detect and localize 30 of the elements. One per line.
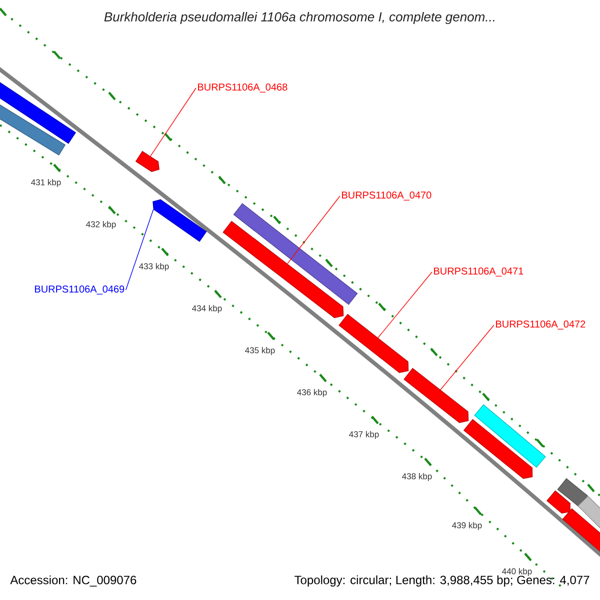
tick-label: 434 kbp (192, 305, 222, 313)
tick-label: 437 kbp (349, 431, 379, 439)
gene-label: BURPS1106A_0469 (35, 286, 124, 294)
gene-block (222, 220, 344, 318)
tick-label: 433 kbp (139, 263, 169, 271)
leader-line (150, 88, 196, 157)
tick-label: 436 kbp (297, 389, 327, 397)
gene-block (557, 478, 588, 507)
gene-label: BURPS1106A_0472 (496, 320, 586, 330)
tick-label: 438 kbp (402, 473, 432, 481)
footer-text: Accession: NC_009076 (10, 575, 136, 587)
footer-text: Topology: circular; Length: 3,988,455 bp; Genes: 4,077 (294, 575, 590, 587)
tick-label: 432 kbp (86, 221, 116, 229)
gene-block (233, 203, 358, 305)
tick-label: 440 kbp (502, 568, 532, 576)
tick-label: 439 kbp (452, 522, 482, 530)
tick-label: 435 kbp (245, 347, 275, 355)
leader-line (287, 196, 340, 264)
leader-line (378, 272, 432, 338)
title: Burkholderia pseudomallei 1106a chromosome I, complete genom... (104, 12, 494, 24)
gene-label: BURPS1106A_0470 (342, 192, 432, 200)
gene-block (562, 508, 600, 553)
tick-label: 431 kbp (31, 179, 61, 187)
gene-label: BURPS1106A_0468 (198, 84, 288, 92)
gene-block (463, 419, 533, 479)
gene-label: BURPS1106A_0471 (434, 268, 524, 276)
leader-line (440, 324, 494, 390)
gene-block (474, 404, 546, 468)
leader-line (125, 209, 154, 290)
gene-block (152, 199, 207, 242)
